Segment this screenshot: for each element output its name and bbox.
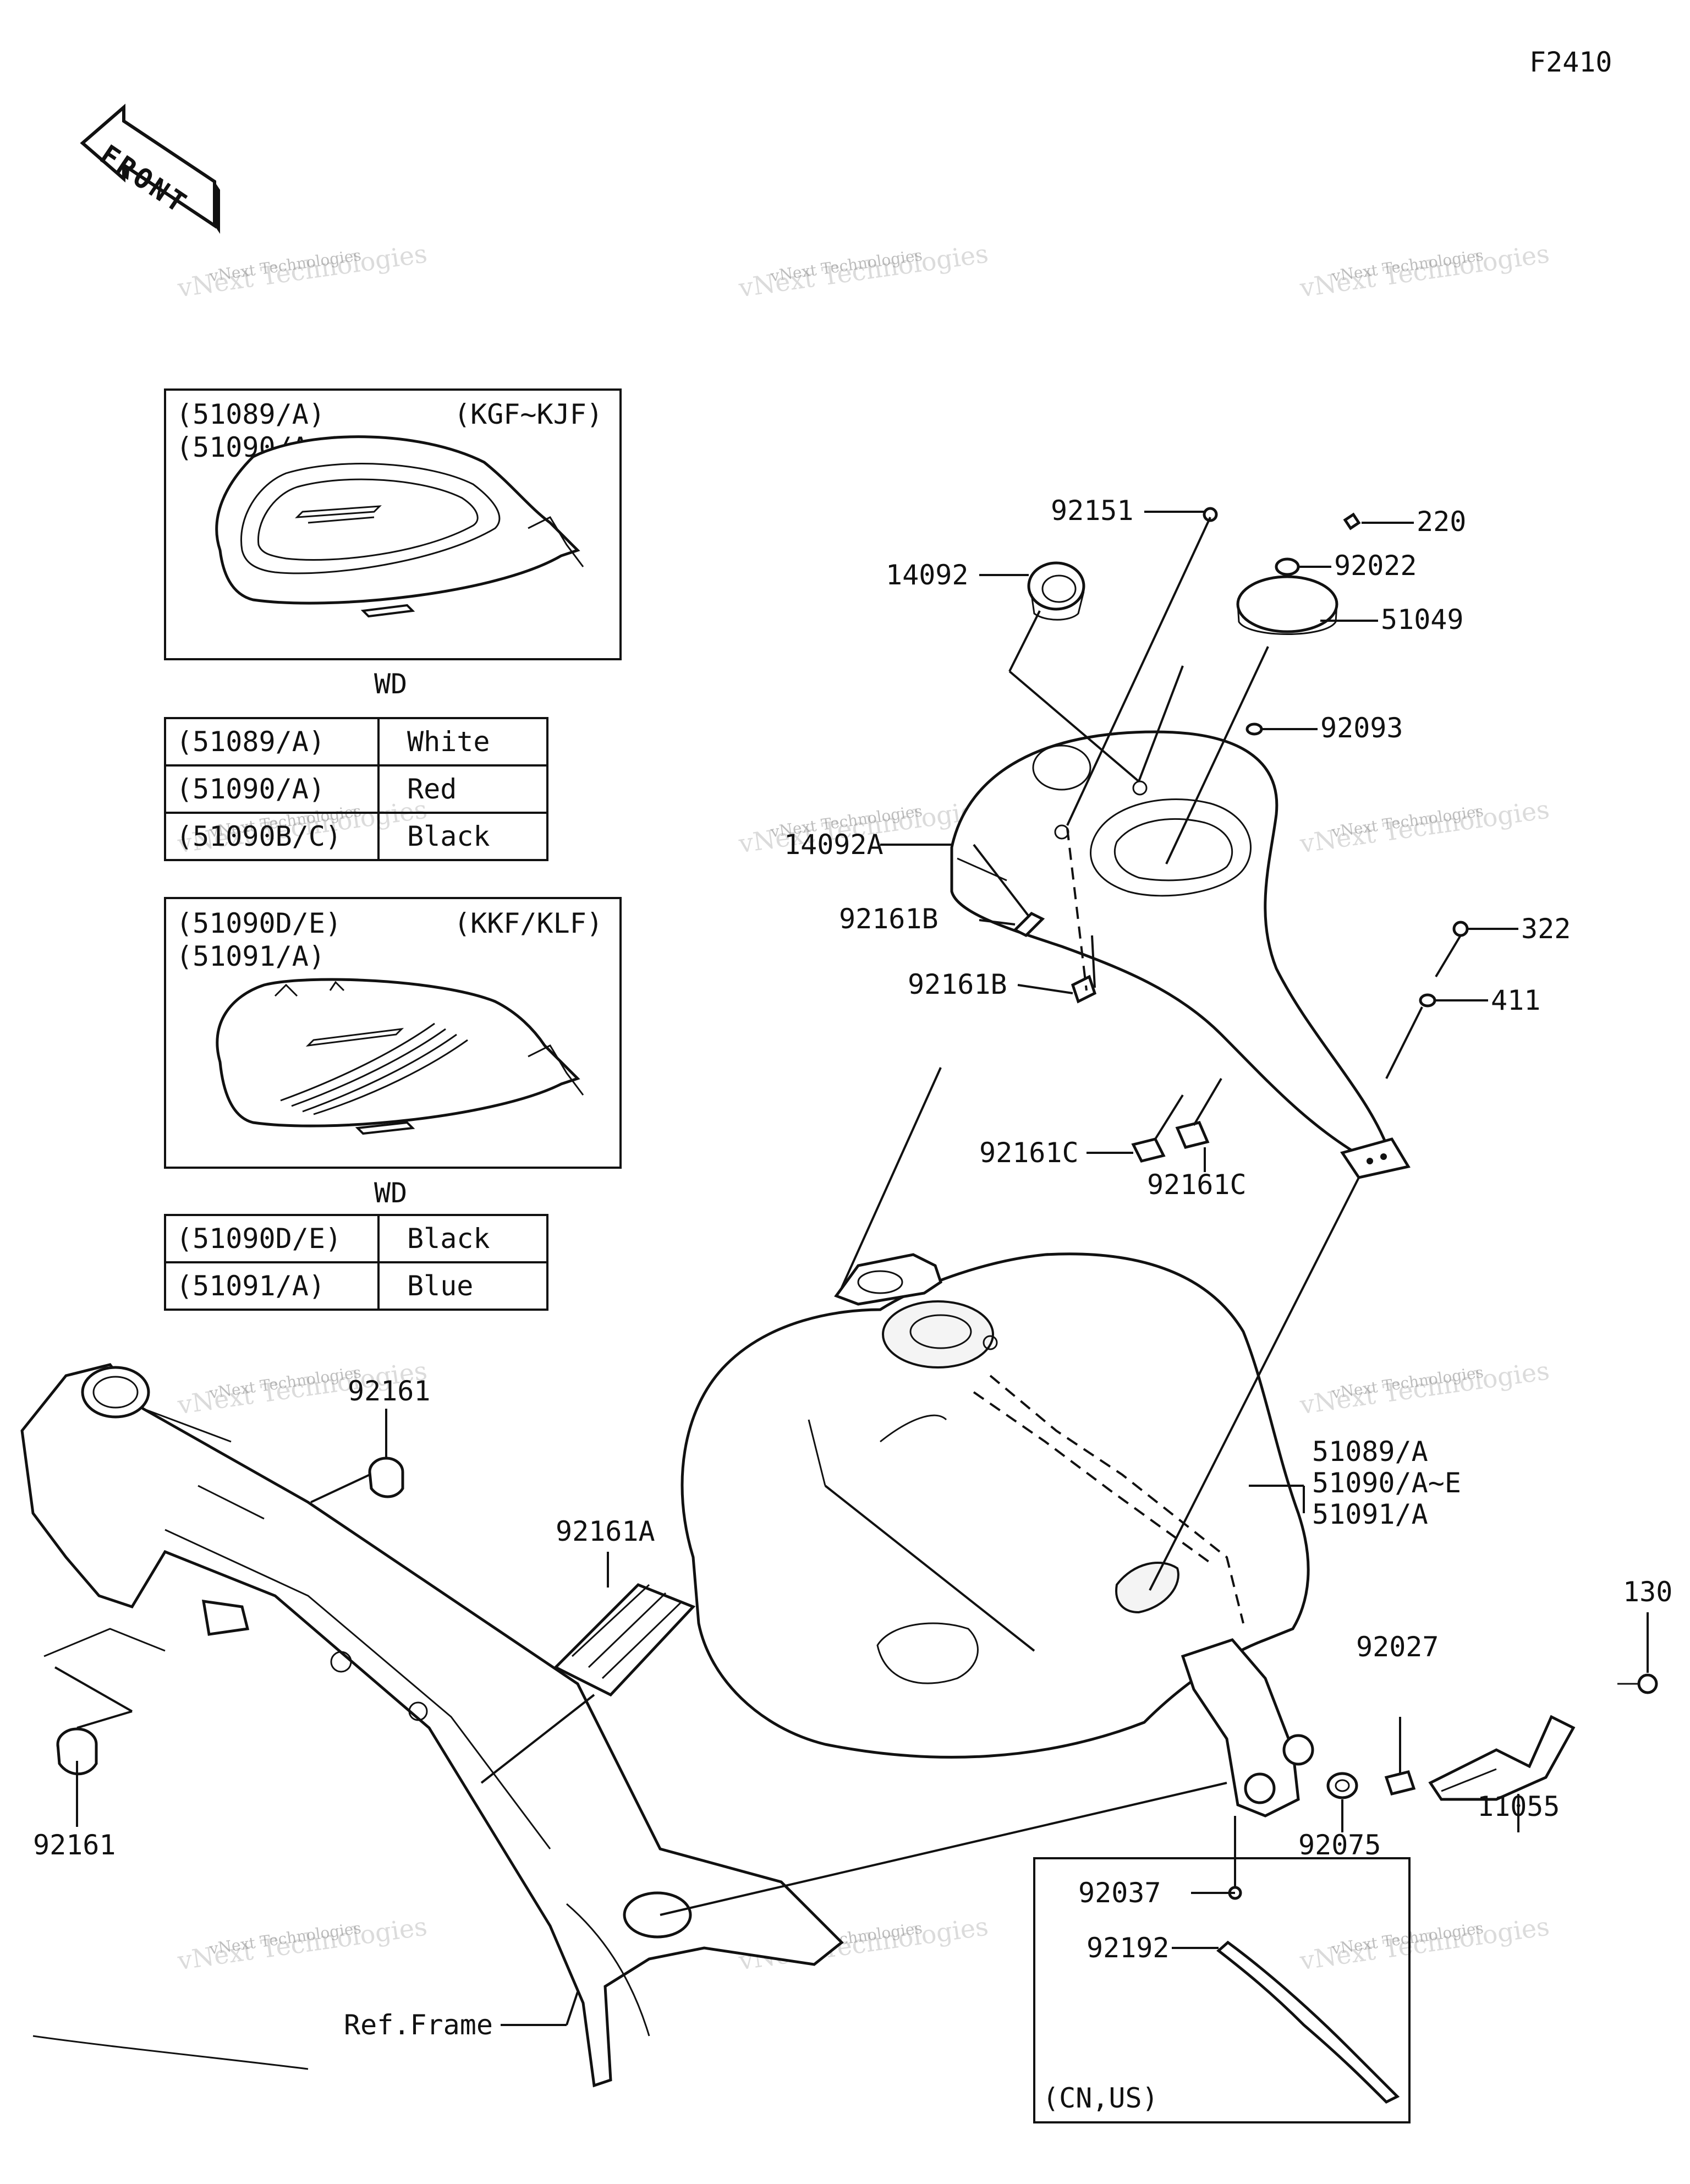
label-51089A: 51089/A [1312,1436,1428,1468]
part-92093 [1245,722,1263,736]
part-322 [1452,921,1469,937]
tank-graphic-top [215,435,584,618]
inset-top: (51089/A) (51090/A~C) (KGF~KJF) WD [164,388,622,700]
table-cell-color: Blue [407,1270,473,1302]
label-51090AE: 51090/A~E [1312,1467,1461,1499]
table-cell-code: (51090D/E) [176,1223,342,1255]
table-cell-color: Red [407,773,457,805]
table-cell-color: Black [407,820,490,852]
frame [20,1363,844,2088]
part-411 [1419,993,1436,1008]
part-92161C-pad [1175,1121,1210,1149]
label-92161C: 92161C [1147,1169,1247,1201]
label-51091A: 51091/A [1312,1498,1428,1530]
part-92161B-pad [1012,911,1045,938]
label-130: 130 [1623,1576,1672,1608]
inset-top-caption: WD [374,668,407,700]
part-14092-ring [1027,561,1085,621]
label-92037: 92037 [1078,1877,1161,1909]
label-92075: 92075 [1298,1829,1381,1861]
part-labels: 92151 220 14092 92022 51049 92093 14092A… [33,495,1672,2041]
inset-bottom-codes-2: (51091/A) [176,940,325,972]
diagram-code: F2410 [1529,46,1612,78]
inset-top-models: (KGF~KJF) [454,398,603,430]
part-92161-damper [368,1457,404,1498]
label-92093: 92093 [1320,712,1403,744]
label-92161A: 92161A [556,1515,655,1547]
part-130-bolt [1617,1673,1658,1694]
part-92075-grommet [1326,1772,1358,1799]
label-92022: 92022 [1334,550,1417,582]
inset-bottom-codes-1: (51090D/E) [176,907,342,939]
part-92161C-pad [1131,1137,1166,1163]
label-92151: 92151 [1051,495,1134,527]
part-92022 [1275,557,1300,576]
label-14092A: 14092A [784,829,884,861]
label-92161: 92161 [348,1375,431,1407]
inset-top-codes-1: (51089/A) [176,398,325,430]
label-220: 220 [1417,506,1466,538]
inset-bottom: (51090D/E) (51091/A) (KKF/KLF) WD [164,897,622,1209]
table-cell-code: (51090/A) [176,773,325,805]
label-ref-frame: Ref.Frame [344,2009,493,2041]
tank-cover [950,730,1411,1179]
table-cell-code: (51090B/C) [176,820,342,852]
label-14092: 14092 [886,559,969,591]
color-table-top: (51089/A) White (51090/A) Red (51090B/C)… [164,717,548,861]
part-92161A-cushion [553,1583,696,1697]
table-cell-code: (51089/A) [176,726,325,758]
label-92192: 92192 [1087,1932,1170,1964]
label-51049: 51049 [1381,604,1464,636]
label-92161: 92161 [33,1829,116,1861]
part-92161B-pad [1071,975,1097,1004]
part-92027-collar [1384,1770,1416,1796]
region-note: (CN,US) [1042,2082,1159,2114]
fuel-cap-part [1236,575,1338,635]
front-arrow-icon: FRONT [80,103,220,234]
part-11055-bracket [1428,1715,1576,1801]
fuel-tank [681,1252,1314,1818]
label-92161C: 92161C [979,1137,1079,1169]
part-92151 [1203,507,1218,522]
part-92161-damper [56,1727,98,1776]
part-92192-hose [1216,1940,1400,2104]
inset-bottom-caption: WD [374,1177,407,1209]
label-11055: 11055 [1477,1791,1560,1822]
table-cell-code: (51091/A) [176,1270,325,1302]
inset-bottom-models: (KKF/KLF) [454,907,603,939]
label-411: 411 [1491,984,1540,1016]
inset-cn-us: (CN,US) [1033,1857,1411,2123]
label-92161B: 92161B [908,968,1007,1000]
table-cell-color: White [407,726,490,758]
label-322: 322 [1521,913,1571,945]
part-220 [1343,512,1361,530]
leader-lines [54,511,1649,2026]
label-92027: 92027 [1356,1631,1439,1663]
table-cell-color: Black [407,1223,490,1255]
label-92161B: 92161B [839,903,939,935]
tank-graphic-bottom [216,978,584,1135]
color-table-bottom: (51090D/E) Black (51091/A) Blue [164,1214,548,1311]
